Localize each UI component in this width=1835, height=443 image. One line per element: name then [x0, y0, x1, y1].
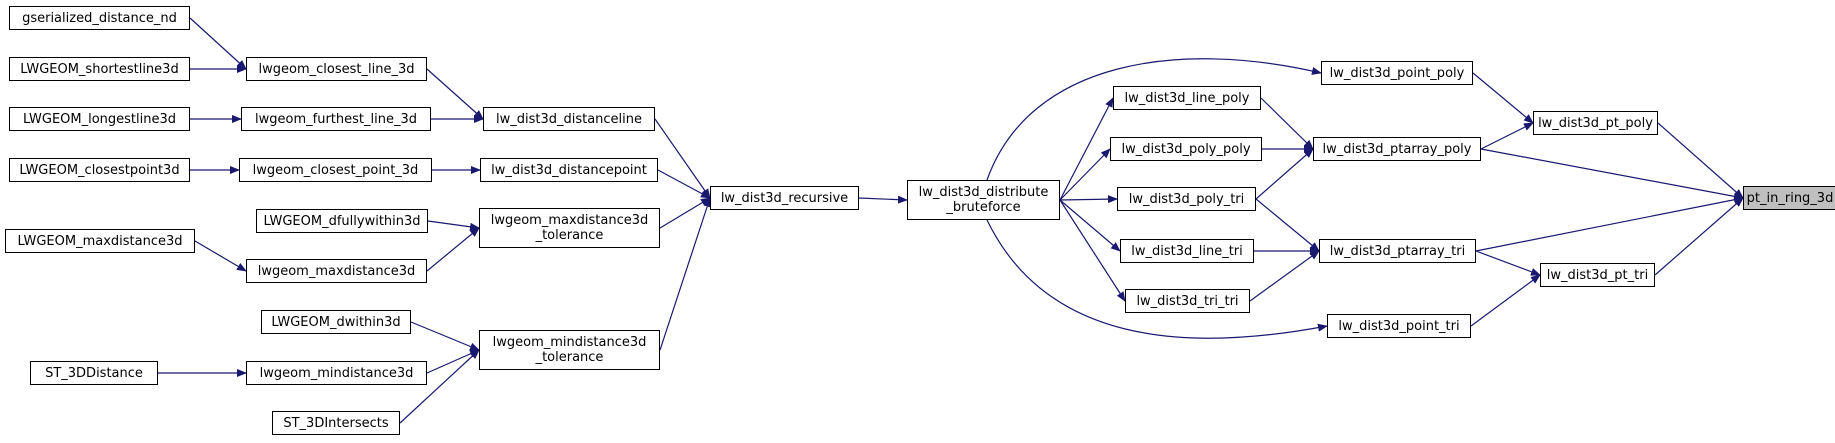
node-st-3dintersects[interactable]: ST_3DIntersects [272, 411, 400, 435]
edge-lwgeom-dwithin3d-to-lwgeom-mindistance3d-tolerance [410, 321, 480, 351]
edge-lw-dist3d-poly-tri-to-lw-dist3d-ptarray-tri [1255, 198, 1320, 252]
node-lwgeom-closest-point-3d[interactable]: lwgeom_closest_point_3d [239, 158, 432, 182]
edge-lw-dist3d-ptarray-poly-to-lw-dist3d-pt-poly [1480, 122, 1534, 150]
edge-lw-dist3d-distanceline-to-lw-dist3d-recursive [654, 118, 711, 199]
node-lw-dist3d-tri-tri[interactable]: lw_dist3d_tri_tri [1125, 289, 1250, 313]
edge-lwgeom-dfullywithin3d-to-lwgeom-maxdistance3d-tolerance [427, 220, 480, 231]
node-lwgeom-shortestline3d[interactable]: LWGEOM_shortestline3d [9, 57, 190, 81]
node-lwgeom-mindistance3d[interactable]: lwgeom_mindistance3d [246, 361, 427, 385]
node-lwgeom-maxdistance3d[interactable]: lwgeom_maxdistance3d [246, 259, 427, 283]
node-lwgeom-dwithin3d[interactable]: LWGEOM_dwithin3d [261, 310, 411, 334]
edge-lwgeom-mindistance3d-to-lwgeom-mindistance3d-tolerance [426, 349, 480, 374]
node-pt-in-ring-3d: pt_in_ring_3d [1743, 186, 1835, 210]
node-lwgeom-closestpoint3d[interactable]: LWGEOM_closestpoint3d [9, 158, 190, 182]
edge-lw-dist3d-distribute-bruteforce-to-lw-dist3d-line-tri [1059, 199, 1121, 252]
node-lw-dist3d-distancepoint[interactable]: lw_dist3d_distancepoint [480, 158, 658, 182]
edge-lw-dist3d-point-poly-to-lw-dist3d-pt-poly [1472, 72, 1534, 124]
node-lw-dist3d-distanceline[interactable]: lw_dist3d_distanceline [483, 107, 655, 131]
edge-lw-dist3d-distribute-bruteforce-to-lw-dist3d-line-poly [1059, 97, 1114, 201]
edge-lw-dist3d-recursive-to-lw-dist3d-distribute-bruteforce [858, 195, 908, 204]
edge-lw-dist3d-ptarray-tri-to-pt-in-ring-3d [1475, 195, 1744, 252]
node-lw-dist3d-ptarray-tri[interactable]: lw_dist3d_ptarray_tri [1319, 239, 1476, 263]
edge-lw-dist3d-tri-tri-to-lw-dist3d-ptarray-tri [1249, 250, 1320, 302]
edge-lw-dist3d-distribute-bruteforce-to-lw-dist3d-poly-tri [1059, 195, 1118, 204]
edge-lw-dist3d-distribute-bruteforce-to-lw-dist3d-poly-poly [1059, 148, 1111, 201]
edge-lw-dist3d-pt-tri-to-pt-in-ring-3d [1654, 197, 1744, 276]
node-lwgeom-longestline3d[interactable]: LWGEOM_longestline3d [9, 107, 190, 131]
edge-lw-dist3d-ptarray-poly-to-pt-in-ring-3d [1480, 148, 1744, 201]
edge-lw-dist3d-ptarray-tri-to-lw-dist3d-pt-tri [1475, 250, 1541, 276]
edge-lw-dist3d-line-poly-to-lw-dist3d-ptarray-poly [1260, 97, 1314, 150]
node-lw-dist3d-point-poly[interactable]: lw_dist3d_point_poly [1321, 61, 1473, 85]
node-lw-dist3d-line-poly[interactable]: lw_dist3d_line_poly [1113, 86, 1261, 110]
edge-st-3dintersects-to-lwgeom-mindistance3d-tolerance [399, 349, 480, 424]
edge-lwgeom-maxdistance3d-to-lwgeom-maxdistance3d-tolerance [426, 227, 480, 272]
node-lwgeom-closest-line-3d[interactable]: lwgeom_closest_line_3d [246, 57, 427, 81]
node-lw-dist3d-pt-tri[interactable]: lw_dist3d_pt_tri [1540, 263, 1655, 287]
edge-lwgeom-maxdistance3d-tolerance-to-lw-dist3d-recursive [659, 197, 711, 229]
edge-lw-dist3d-pt-poly-to-pt-in-ring-3d [1657, 122, 1744, 199]
edge-lw-dist3d-point-tri-to-lw-dist3d-pt-tri [1470, 274, 1541, 327]
edge-lw-dist3d-distribute-bruteforce-to-lw-dist3d-point-tri [986, 219, 1328, 339]
node-lwgeom-furthest-line-3d[interactable]: lwgeom_furthest_line_3d [241, 107, 431, 131]
node-gserialized-distance-nd[interactable]: gserialized_distance_nd [9, 6, 190, 30]
node-lw-dist3d-point-tri[interactable]: lw_dist3d_point_tri [1327, 314, 1471, 338]
edge-lwgeom-closest-line-3d-to-lw-dist3d-distanceline [426, 68, 484, 120]
node-lwgeom-maxdistance3d-tolerance[interactable]: lwgeom_maxdistance3d _tolerance [479, 208, 660, 248]
node-lw-dist3d-poly-poly[interactable]: lw_dist3d_poly_poly [1110, 137, 1262, 161]
node-lw-dist3d-line-tri[interactable]: lw_dist3d_line_tri [1120, 239, 1254, 263]
node-lw-dist3d-poly-tri[interactable]: lw_dist3d_poly_tri [1117, 187, 1256, 211]
edge-lwgeom-maxdistance3d-to-lwgeom-maxdistance3d [194, 240, 247, 272]
edge-lwgeom-mindistance3d-tolerance-to-lw-dist3d-recursive [659, 197, 711, 351]
node-lwgeom-dfullywithin3d[interactable]: LWGEOM_dfullywithin3d [256, 209, 428, 233]
edge-gserialized-distance-nd-to-lwgeom-closest-line-3d [189, 17, 247, 70]
edge-lw-dist3d-distribute-bruteforce-to-lw-dist3d-tri-tri [1059, 199, 1126, 302]
edge-lw-dist3d-distancepoint-to-lw-dist3d-recursive [657, 169, 711, 199]
node-lw-dist3d-ptarray-poly[interactable]: lw_dist3d_ptarray_poly [1313, 137, 1481, 161]
edge-lw-dist3d-distribute-bruteforce-to-lw-dist3d-point-poly [986, 58, 1322, 181]
node-lwgeom-mindistance3d-tolerance[interactable]: lwgeom_mindistance3d _tolerance [479, 330, 660, 370]
node-st-3ddistance[interactable]: ST_3DDistance [30, 361, 158, 385]
node-lw-dist3d-pt-poly[interactable]: lw_dist3d_pt_poly [1533, 111, 1658, 135]
node-lw-dist3d-distribute-bruteforce[interactable]: lw_dist3d_distribute _bruteforce [907, 180, 1060, 220]
edge-lw-dist3d-poly-tri-to-lw-dist3d-ptarray-poly [1255, 148, 1314, 200]
node-lw-dist3d-recursive[interactable]: lw_dist3d_recursive [710, 186, 859, 210]
node-lwgeom-maxdistance3d[interactable]: LWGEOM_maxdistance3d [5, 229, 195, 253]
